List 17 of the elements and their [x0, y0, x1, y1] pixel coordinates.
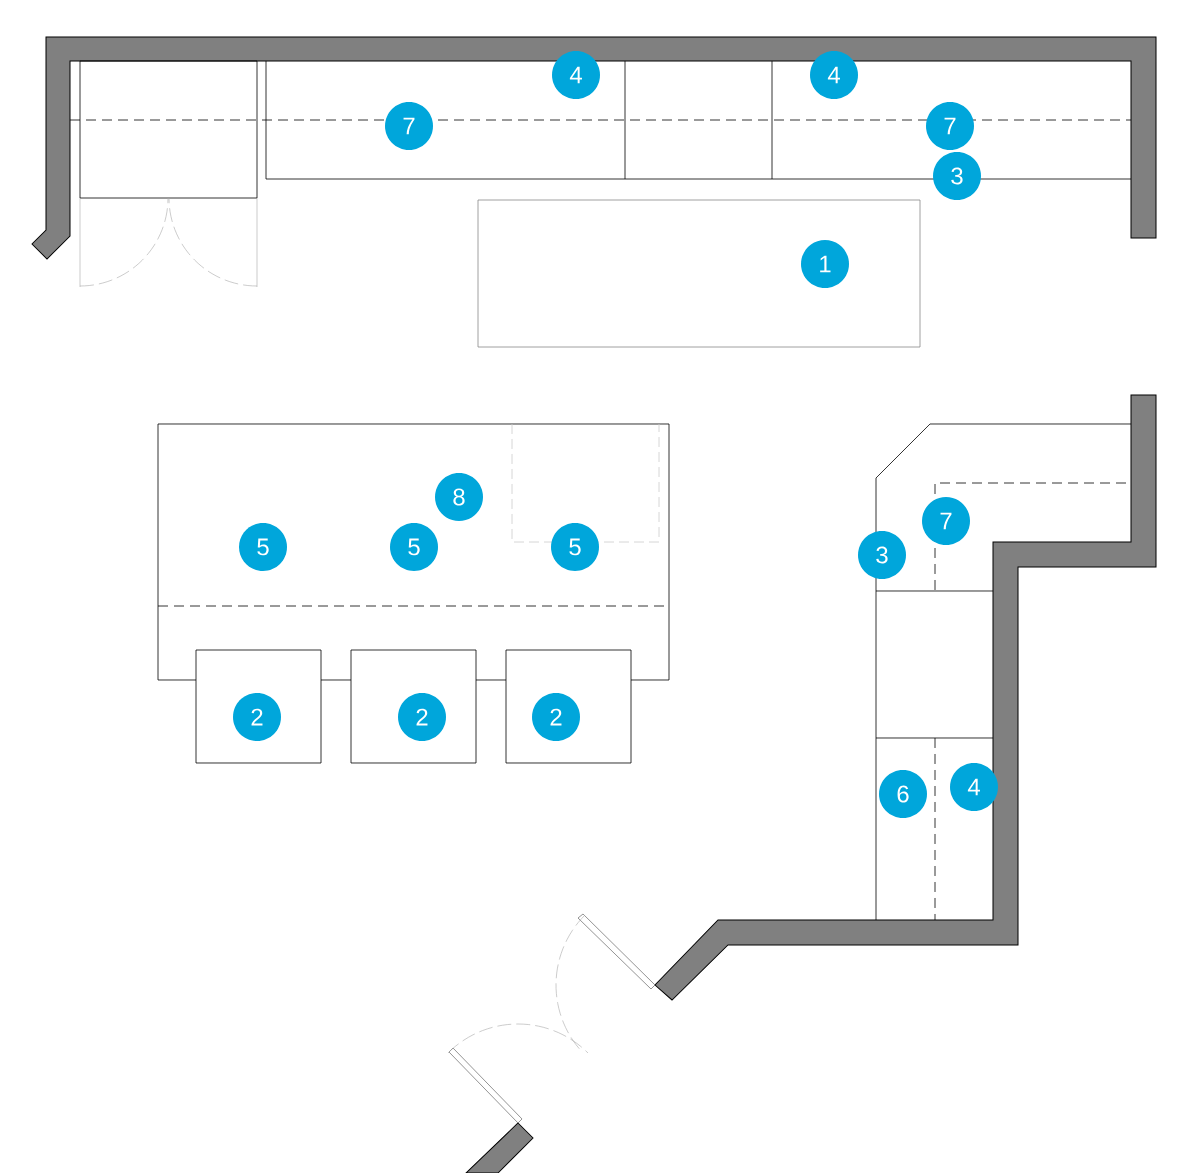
callout-number: 2: [532, 693, 580, 741]
callout-number: 5: [390, 523, 438, 571]
callout-number: 4: [950, 763, 998, 811]
callout-number: 4: [810, 51, 858, 99]
callout-number: 5: [239, 523, 287, 571]
callout-number: 7: [926, 102, 974, 150]
callout-number: 5: [551, 523, 599, 571]
callout-number: 4: [552, 51, 600, 99]
callout-number: 2: [398, 693, 446, 741]
callout-number: 2: [233, 693, 281, 741]
callout-number: 7: [385, 102, 433, 150]
callout-number: 6: [879, 770, 927, 818]
callout-number: 7: [922, 497, 970, 545]
callout-number: 1: [801, 240, 849, 288]
callout-number: 3: [933, 152, 981, 200]
callout-number: 8: [435, 473, 483, 521]
callout-number: 3: [858, 531, 906, 579]
